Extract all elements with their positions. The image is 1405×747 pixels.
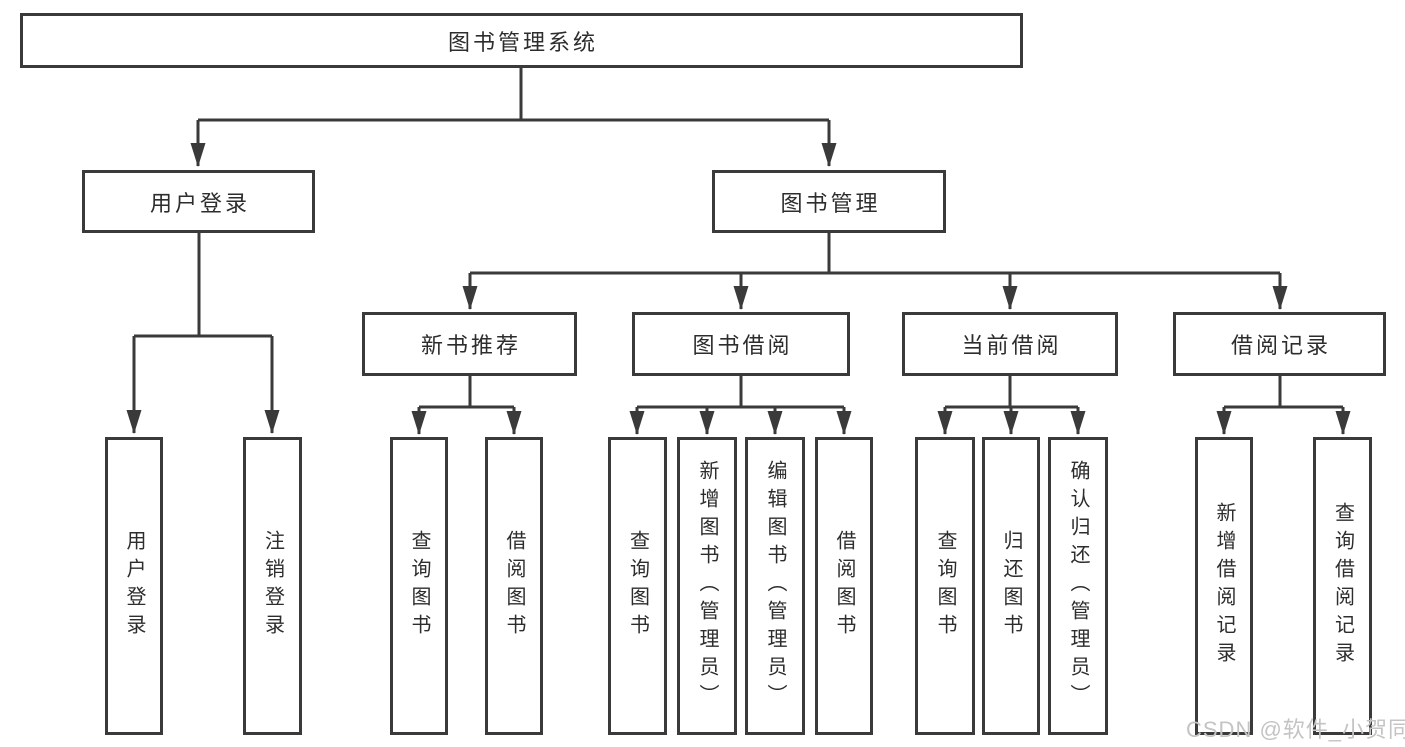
node-user-login: 用户登录	[82, 170, 315, 233]
leaf-search-borrow-record: 查询借阅记录	[1313, 437, 1372, 735]
leaf-label: 查询借阅记录	[1331, 502, 1354, 670]
leaf-label: 借阅图书	[503, 530, 525, 642]
leaf-edit-book-admin: 编辑图书（管理员）	[745, 437, 805, 735]
node-borrowing-records: 借阅记录	[1173, 312, 1386, 376]
leaf-search-books: 查询图书	[608, 437, 667, 735]
node-label: 图书借阅	[692, 333, 793, 358]
node-label: 图书管理	[780, 190, 881, 216]
leaf-label: 确认归还（管理员）	[1067, 460, 1089, 712]
leaf-label: 借阅图书	[833, 530, 855, 642]
leaf-label: 查询图书	[408, 530, 430, 642]
leaf-label: 新增图书（管理员）	[696, 460, 718, 712]
leaf-add-book-admin: 新增图书（管理员）	[677, 437, 737, 735]
leaf-user-login: 用户登录	[105, 437, 163, 735]
leaf-label: 查询图书	[626, 530, 649, 642]
leaf-label: 新增借阅记录	[1213, 502, 1235, 670]
node-label: 新书推荐	[420, 333, 521, 358]
node-label: 图书管理系统	[447, 29, 598, 55]
leaf-label: 注销登录	[261, 530, 284, 642]
leaf-add-borrow-record: 新增借阅记录	[1195, 437, 1253, 735]
node-book-management: 图书管理	[712, 170, 946, 233]
csdn-watermark: CSDN @软件_小贺同学	[1186, 717, 1405, 742]
leaf-label: 归还图书	[1000, 530, 1022, 642]
leaf-search-books: 查询图书	[915, 437, 975, 735]
leaf-label: 编辑图书（管理员）	[764, 460, 786, 712]
node-label: 当前借阅	[961, 333, 1062, 358]
leaf-borrow-books: 借阅图书	[485, 437, 543, 735]
node-new-book-recommendation: 新书推荐	[362, 312, 577, 376]
node-library-management-system: 图书管理系统	[20, 13, 1023, 68]
node-label: 借阅记录	[1230, 333, 1331, 358]
leaf-borrow-books: 借阅图书	[815, 437, 873, 735]
leaf-search-books: 查询图书	[390, 437, 448, 735]
leaf-label: 用户登录	[123, 530, 145, 642]
node-book-borrowing: 图书借阅	[632, 312, 850, 376]
leaf-confirm-return-admin: 确认归还（管理员）	[1048, 437, 1108, 735]
node-label: 用户登录	[149, 190, 250, 216]
node-current-borrowing: 当前借阅	[902, 312, 1118, 376]
leaf-label: 查询图书	[934, 530, 956, 642]
leaf-return-books: 归还图书	[982, 437, 1040, 735]
leaf-logout: 注销登录	[243, 437, 302, 735]
